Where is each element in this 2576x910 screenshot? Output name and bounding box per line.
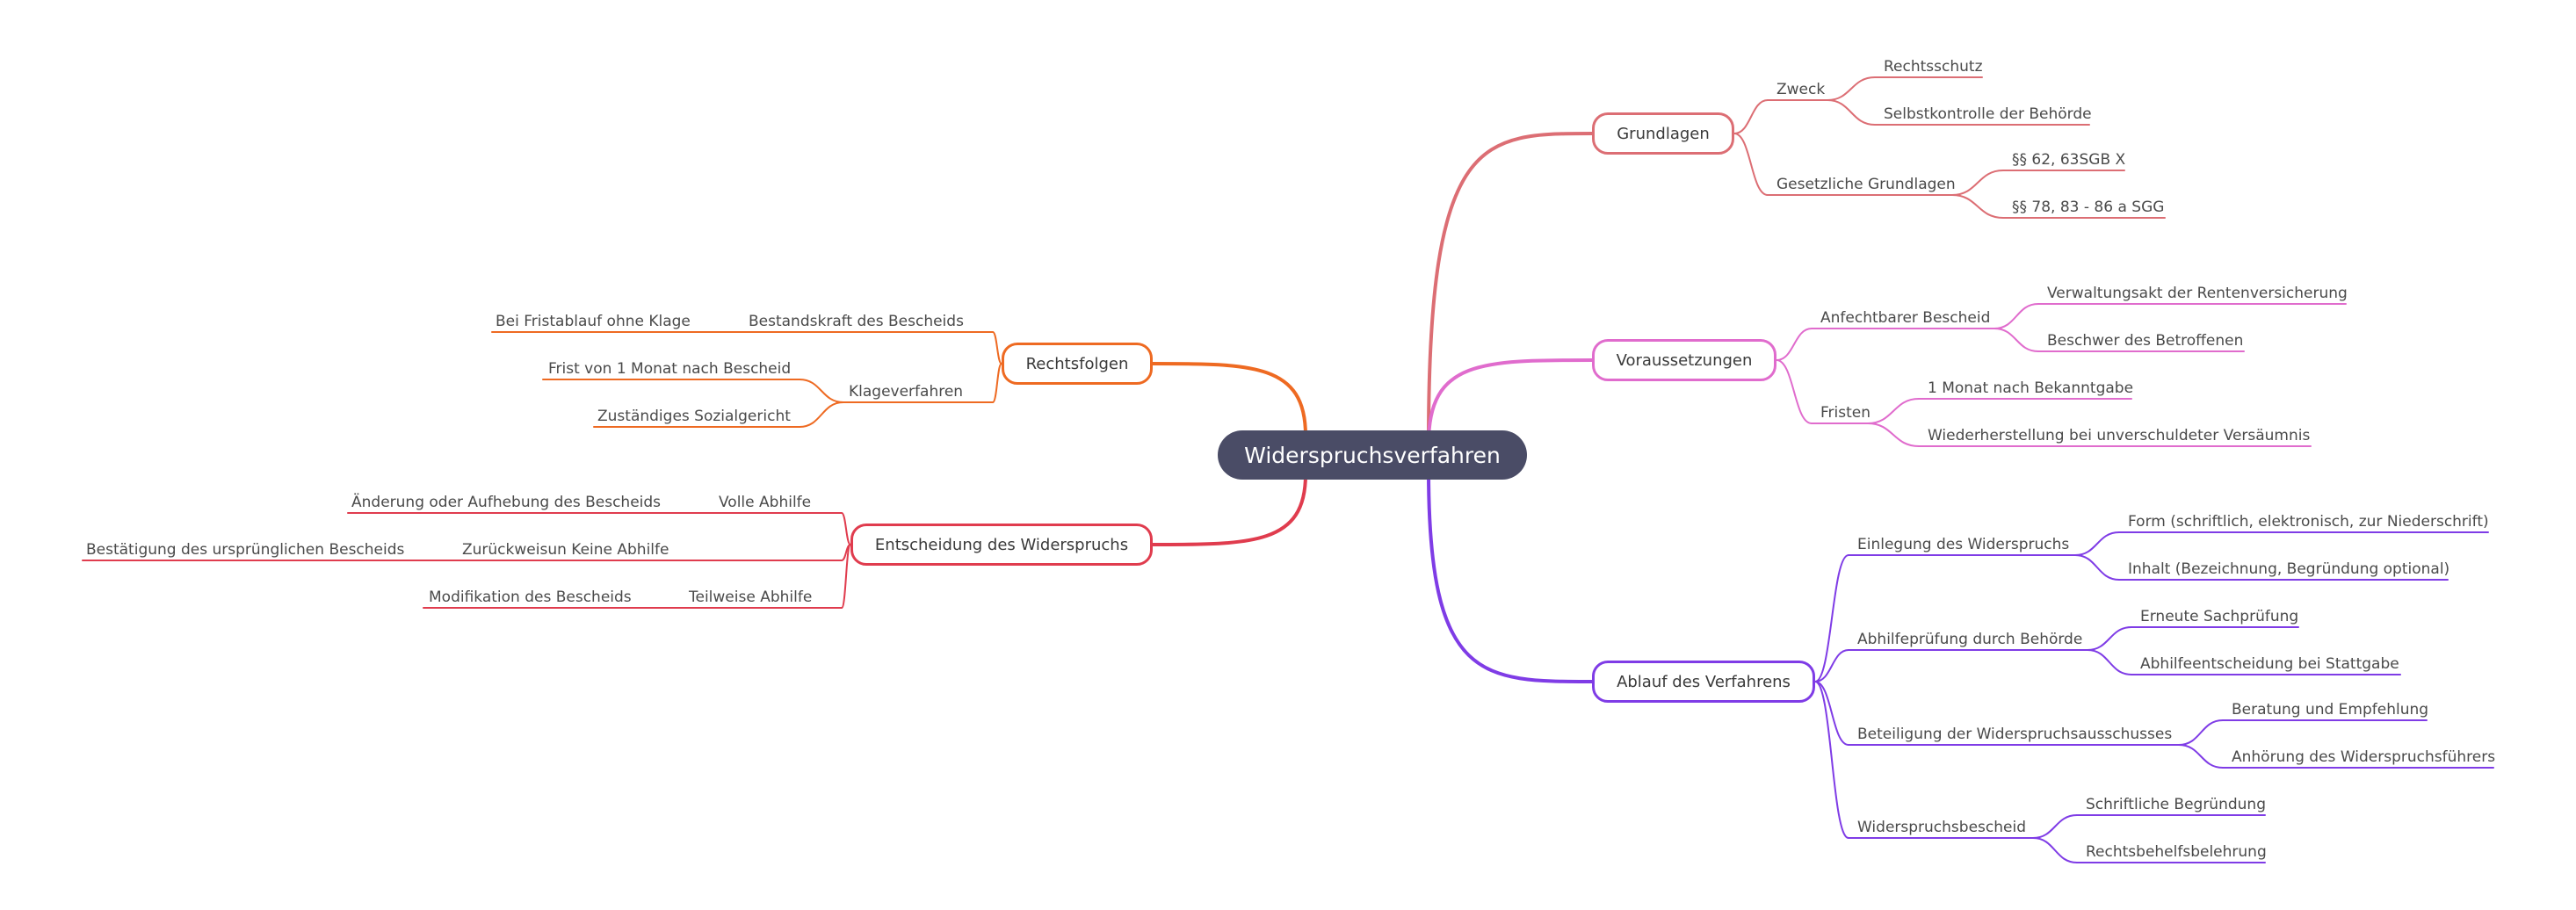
voraussetzungen-main-connector: [1427, 358, 1594, 445]
ablauf-sub-label-2: Beteiligung der Widerspruchsausschusses: [1857, 726, 2173, 743]
entscheidung-sub-label-1: Zurückweisun Keine Abhilfe: [462, 541, 669, 559]
entscheidung-leaf-label-1-0: Bestätigung des ursprünglichen Bescheids: [86, 541, 405, 559]
ablauf-leaf-connector-1-1: [2087, 649, 2132, 675]
entscheidung-main-connector: [1151, 473, 1307, 546]
voraussetzungen-leaf-connector-1-1: [1867, 422, 1920, 447]
grundlagen-leaf-connector-0-0: [1827, 76, 1876, 101]
voraussetzungen-leaf-label-1-1: Wiederherstellung bei unverschuldeter Ve…: [1928, 427, 2311, 444]
ablauf-leaf-connector-2-1: [2178, 744, 2224, 769]
voraussetzungen-sub-connector-0: [1776, 328, 1813, 361]
rechtsfolgen-sub-label-0: Bestandskraft des Bescheids: [749, 313, 964, 330]
grundlagen-leaf-label-1-1: §§ 78, 83 - 86 a SGG: [2012, 199, 2165, 216]
rechtsfolgen-sub-connector-1: [992, 363, 1002, 403]
rechtsfolgen-leaf-connector-1-0: [799, 379, 844, 403]
node-rechtsfolgen[interactable]: Rechtsfolgen: [1002, 343, 1153, 385]
entscheidung-leaf-label-2-0: Modifikation des Bescheids: [429, 589, 632, 606]
entscheidung-sub-label-2: Teilweise Abhilfe: [689, 589, 813, 606]
ablauf-leaf-label-3-0: Schriftliche Begründung: [2086, 796, 2266, 813]
grundlagen-leaf-label-0-0: Rechtsschutz: [1884, 58, 1983, 76]
ablauf-sub-connector-3: [1814, 681, 1849, 839]
grundlagen-leaf-label-0-1: Selbstkontrolle der Behörde: [1884, 105, 2092, 123]
ablauf-leaf-label-0-1: Inhalt (Bezeichnung, Begründung optional…: [2128, 560, 2450, 578]
ablauf-leaf-label-3-1: Rechtsbehelfsbelehrung: [2086, 843, 2267, 861]
ablauf-leaf-label-2-1: Anhörung des Widerspruchsführers: [2232, 748, 2496, 766]
voraussetzungen-sub-connector-1: [1776, 359, 1813, 424]
entscheidung-sub-connector-2: [841, 544, 851, 609]
ablauf-sub-label-3: Widerspruchsbescheid: [1857, 819, 2026, 836]
grundlagen-leaf-connector-0-1: [1827, 99, 1876, 126]
grundlagen-sub-label-0: Zweck: [1776, 81, 1826, 98]
node-grundlagen[interactable]: Grundlagen: [1592, 112, 1734, 155]
voraussetzungen-sub-label-1: Fristen: [1820, 404, 1871, 422]
voraussetzungen-leaf-label-0-0: Verwaltungsakt der Rentenversicherung: [2047, 285, 2348, 302]
rechtsfolgen-leaf-label-1-0: Frist von 1 Monat nach Bescheid: [548, 360, 792, 378]
ablauf-leaf-label-1-0: Erneute Sachprüfung: [2140, 608, 2299, 625]
voraussetzungen-leaf-connector-1-0: [1867, 398, 1920, 424]
ablauf-sub-label-0: Einlegung des Widerspruchs: [1857, 536, 2070, 553]
grundlagen-leaf-connector-1-0: [1951, 170, 2004, 196]
voraussetzungen-leaf-connector-0-1: [1994, 328, 2039, 352]
ablauf-sub-connector-2: [1814, 681, 1849, 746]
ablauf-sub-connector-0: [1814, 554, 1849, 682]
node-voraussetzungen[interactable]: Voraussetzungen: [1592, 339, 1776, 381]
ablauf-leaf-connector-3-1: [2032, 837, 2078, 863]
rechtsfolgen-leaf-label-1-1: Zuständiges Sozialgericht: [597, 408, 791, 425]
root-node[interactable]: Widerspruchsverfahren: [1218, 430, 1527, 480]
ablauf-main-connector: [1427, 469, 1594, 683]
ablauf-leaf-connector-3-0: [2032, 814, 2078, 839]
entscheidung-sub-label-0: Volle Abhilfe: [719, 494, 812, 511]
grundlagen-leaf-connector-1-1: [1951, 194, 2004, 219]
grundlagen-sub-label-1: Gesetzliche Grundlagen: [1776, 176, 1956, 193]
grundlagen-leaf-label-1-0: §§ 62, 63SGB X: [2012, 151, 2126, 169]
rechtsfolgen-sub-label-1: Klageverfahren: [849, 383, 964, 401]
ablauf-leaf-label-1-1: Abhilfeentscheidung bei Stattgabe: [2140, 655, 2399, 673]
rechtsfolgen-main-connector: [1151, 362, 1307, 437]
grundlagen-sub-connector-0: [1733, 99, 1769, 134]
entscheidung-leaf-label-0-0: Änderung oder Aufhebung des Bescheids: [351, 494, 662, 511]
ablauf-leaf-connector-0-1: [2074, 554, 2120, 581]
grundlagen-main-connector: [1427, 132, 1594, 441]
voraussetzungen-leaf-connector-0-0: [1994, 303, 2039, 329]
grundlagen-sub-connector-1: [1733, 133, 1769, 196]
ablauf-sub-label-1: Abhilfeprüfung durch Behörde: [1857, 631, 2083, 648]
voraussetzungen-leaf-label-1-0: 1 Monat nach Bekanntgabe: [1928, 379, 2134, 397]
rechtsfolgen-sub-connector-0: [992, 331, 1002, 365]
ablauf-leaf-connector-1-0: [2087, 626, 2132, 651]
node-ablauf[interactable]: Ablauf des Verfahrens: [1592, 661, 1815, 703]
rechtsfolgen-leaf-label-0-0: Bei Fristablauf ohne Klage: [496, 313, 691, 330]
voraussetzungen-leaf-label-0-1: Beschwer des Betroffenen: [2047, 332, 2244, 350]
ablauf-sub-connector-1: [1814, 649, 1849, 682]
ablauf-leaf-label-2-0: Beratung und Empfehlung: [2232, 701, 2429, 719]
entscheidung-sub-connector-0: [841, 512, 851, 545]
ablauf-leaf-connector-0-0: [2074, 531, 2120, 556]
voraussetzungen-sub-label-0: Anfechtbarer Bescheid: [1820, 309, 1991, 327]
rechtsfolgen-leaf-connector-1-1: [799, 401, 844, 428]
ablauf-leaf-label-0-0: Form (schriftlich, elektronisch, zur Nie…: [2128, 513, 2489, 531]
node-entscheidung[interactable]: Entscheidung des Widerspruchs: [850, 524, 1153, 566]
ablauf-leaf-connector-2-0: [2178, 719, 2224, 746]
